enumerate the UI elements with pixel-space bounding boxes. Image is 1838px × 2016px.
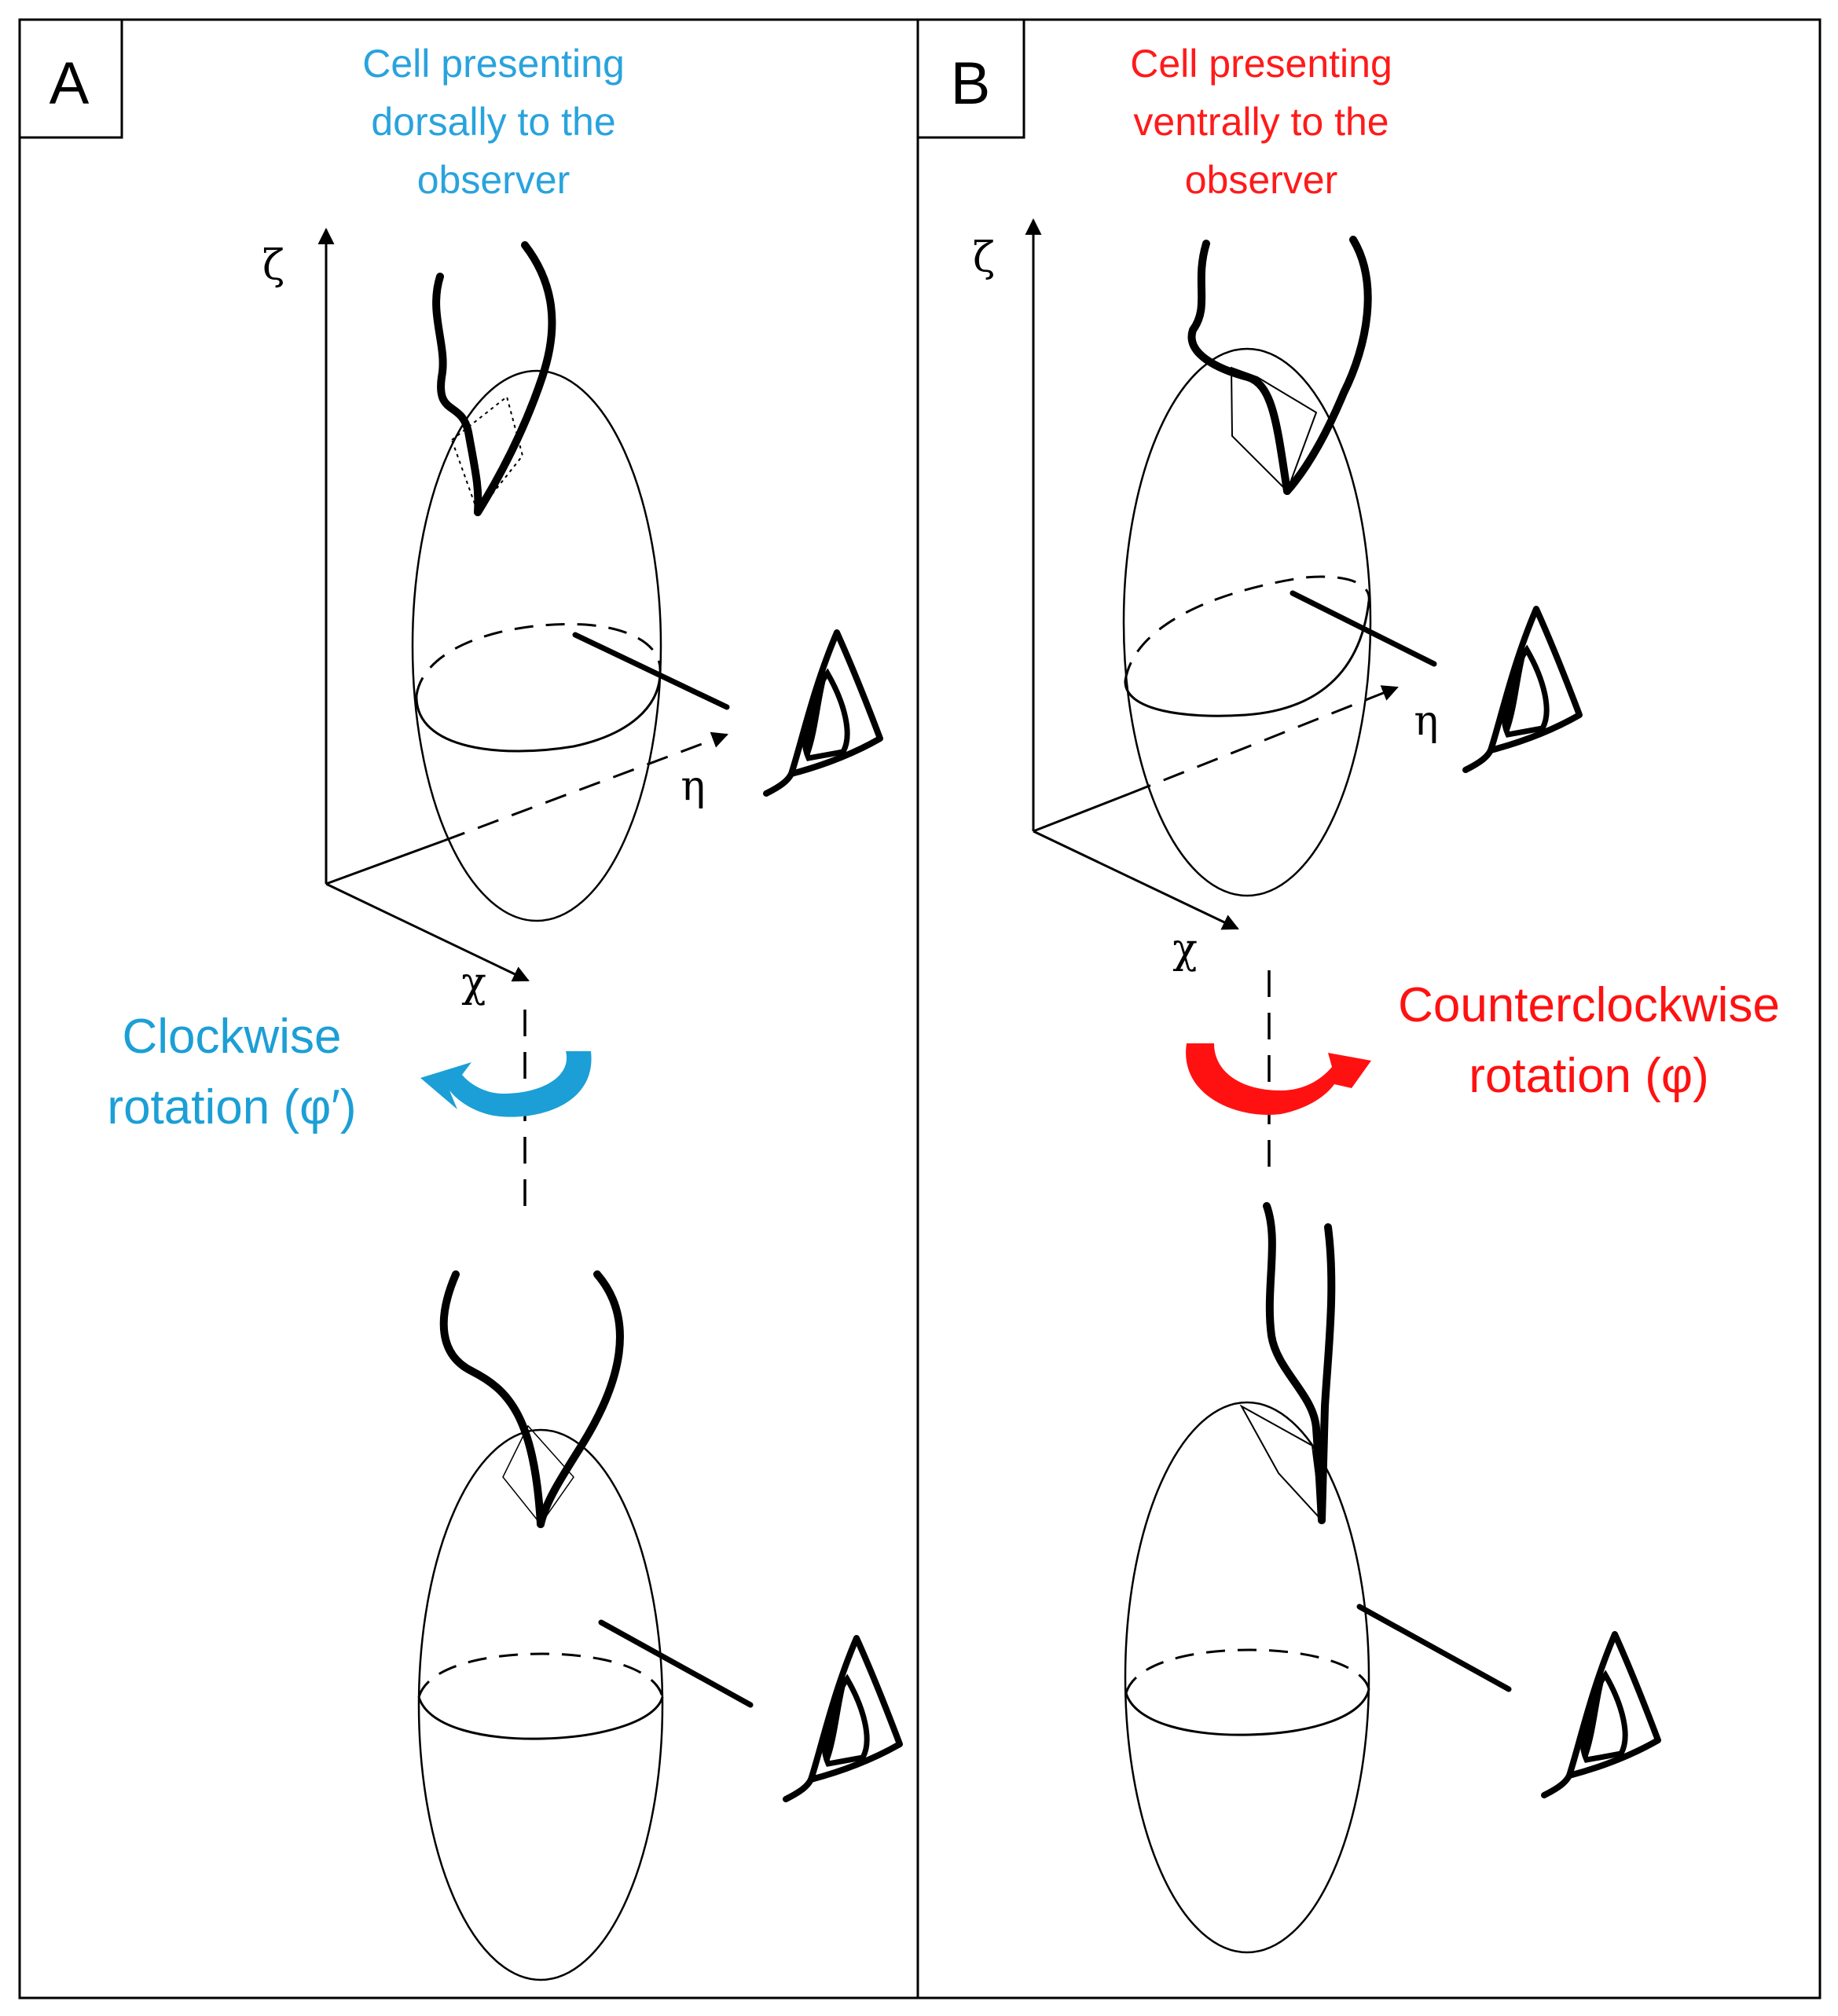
panel-b-letter-box bbox=[916, 18, 1025, 139]
panel-a-bottom-equator-back bbox=[417, 1652, 664, 1698]
panel-a-heading: Cell presenting dorsally to the observer bbox=[362, 42, 625, 202]
counterclockwise-arrow-icon bbox=[1186, 1043, 1371, 1115]
panel-a-bottom-basal-mark bbox=[502, 1424, 574, 1526]
panel-a-rotation-line-1: Clockwise bbox=[122, 1010, 341, 1064]
panel-a-letter-box bbox=[18, 18, 123, 139]
panel-a-letter: A bbox=[50, 50, 90, 117]
panel-a-bottom-equator-front bbox=[417, 1696, 664, 1740]
eye-icon bbox=[1466, 609, 1579, 770]
panel-b-bottom-gaze-line bbox=[1356, 1604, 1512, 1692]
panel-b-heading-line-2: ventrally to the bbox=[1133, 100, 1389, 144]
eye-icon bbox=[1544, 1634, 1658, 1795]
panel-a-top-equator-front bbox=[415, 671, 662, 753]
panel-b-bottom-equator-front bbox=[1124, 1688, 1370, 1736]
panel-a-eta-label: η bbox=[681, 763, 705, 810]
panel-b-eta-axis bbox=[1129, 685, 1399, 795]
panel-a-bottom-cell bbox=[417, 1428, 664, 1981]
panel-b-bottom-cell bbox=[1124, 1401, 1370, 1954]
panel-b-rotation-line-1: Counterclockwise bbox=[1398, 978, 1780, 1032]
panel-b-axes bbox=[1025, 218, 1399, 930]
eye-icon bbox=[766, 632, 880, 794]
panel-b-top-equator-front bbox=[1124, 600, 1370, 717]
panel-b-zeta-label: ζ bbox=[973, 234, 995, 281]
panel-a-eta-axis-hidden bbox=[325, 839, 445, 885]
panel-b-bottom-equator-back bbox=[1124, 1648, 1370, 1694]
flagella-icon bbox=[432, 241, 556, 516]
flagella-icon bbox=[439, 1270, 624, 1528]
clockwise-arrow-icon bbox=[420, 1051, 592, 1117]
eye-icon bbox=[786, 1638, 900, 1799]
panel-b-heading-line-3: observer bbox=[1185, 158, 1338, 202]
panel-a-heading-line-1: Cell presenting bbox=[362, 42, 625, 86]
panel-a-frame bbox=[18, 18, 919, 2000]
panel-a-zeta-label: ζ bbox=[262, 242, 284, 289]
panel-b-eta-axis-hidden bbox=[1033, 792, 1131, 833]
flagella-icon bbox=[1263, 1202, 1336, 1524]
panel-a-top-equator-back bbox=[415, 622, 662, 696]
panel-a-eta-axis bbox=[443, 731, 728, 842]
panel-b-heading: Cell presenting ventrally to the observe… bbox=[1130, 42, 1392, 202]
panel-b-chi-axis bbox=[1033, 830, 1239, 930]
panel-b-top-basal-mark bbox=[1230, 366, 1318, 493]
panel-a-top-basal-mark bbox=[450, 395, 524, 515]
flagella-icon bbox=[1187, 236, 1372, 495]
panel-b-top-gaze-line bbox=[1290, 590, 1437, 667]
panel-a-top-gaze-line bbox=[572, 632, 730, 710]
panel-b-bottom-basal-mark bbox=[1239, 1404, 1323, 1523]
panel-b-eta-label: η bbox=[1414, 698, 1438, 745]
panel-a-heading-line-2: dorsally to the bbox=[371, 100, 615, 144]
panel-a-chi-axis bbox=[325, 882, 530, 982]
panel-a-bottom-gaze-line bbox=[598, 1619, 754, 1708]
panel-b-top-equator-back bbox=[1124, 575, 1370, 681]
panel-a-chi-label: χ bbox=[461, 959, 486, 1006]
panel-a-top-cell bbox=[411, 369, 662, 922]
panel-b-top-cell bbox=[1122, 347, 1372, 897]
panel-b-letter: B bbox=[951, 50, 991, 117]
panel-b-chi-label: χ bbox=[1172, 926, 1198, 973]
panel-b-heading-line-1: Cell presenting bbox=[1130, 42, 1392, 86]
panel-a-rotation-line-2: rotation (φ′) bbox=[107, 1080, 356, 1134]
panel-a-axes bbox=[317, 227, 728, 982]
panel-a-heading-line-3: observer bbox=[417, 158, 570, 202]
panel-b-frame bbox=[916, 18, 1821, 2000]
panel-b-rotation-line-2: rotation (φ) bbox=[1469, 1049, 1709, 1103]
